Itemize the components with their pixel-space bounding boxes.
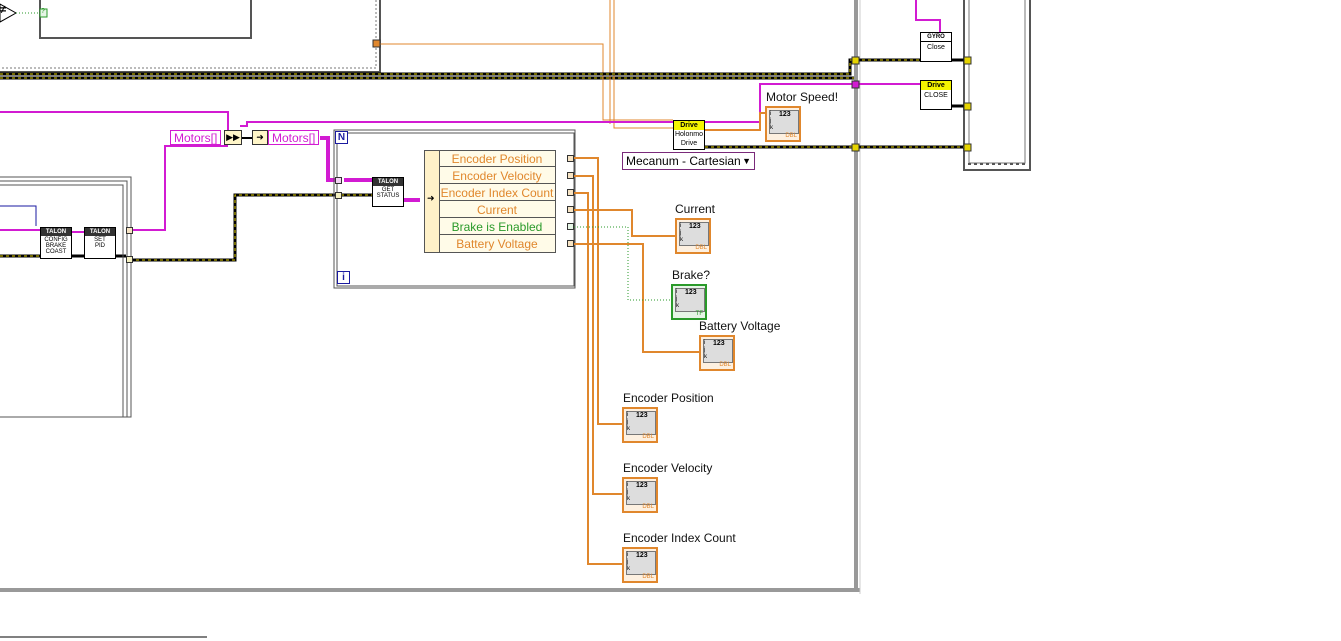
not-equal-glyph: ≠ [0, 4, 6, 16]
tunnel-motors [335, 177, 342, 184]
tunnel-out-1 [126, 227, 133, 234]
encoder-velocity-label: Encoder Velocity [623, 461, 712, 475]
tunnel-current [567, 206, 574, 213]
unbundle-arrow-icon: ➜ [427, 193, 435, 204]
tunnel-enc-pos [567, 155, 574, 162]
tunnel-enc-vel [567, 172, 574, 179]
gyro-close-node[interactable]: GYRO Close [920, 32, 952, 62]
index-array-node[interactable]: ▶▶ [224, 130, 242, 145]
encoder-position-indicator[interactable]: 123 ijk DBL [622, 407, 658, 443]
talon-get-status-node[interactable]: TALON GET STATUS [372, 177, 404, 207]
drive-holonomic-node[interactable]: Drive Holonmo Drive [673, 120, 705, 150]
unbundle-row-brake-enabled[interactable]: Brake is Enabled [439, 219, 555, 235]
boolean-terminal: ? [41, 8, 45, 15]
unbundle-row-encoder-velocity[interactable]: Encoder Velocity [439, 168, 555, 184]
current-label: Current [675, 202, 715, 216]
brake-indicator[interactable]: 123 ijk TF [671, 284, 707, 320]
tunnel-brake [567, 223, 574, 230]
brake-label: Brake? [672, 268, 710, 282]
encoder-index-count-indicator[interactable]: 123 ijk DBL [622, 547, 658, 583]
encoder-position-label: Encoder Position [623, 391, 714, 405]
tunnel-refnum [335, 192, 342, 199]
triangle-down-icon[interactable]: ▼ [742, 153, 751, 169]
talon-config-brake-node[interactable]: TALON CONFIG BRAKE COAST [40, 227, 72, 259]
unbundle-row-battery-voltage[interactable]: Battery Voltage [439, 236, 555, 252]
loop-count-terminal[interactable]: N [335, 131, 348, 144]
unbundle-by-name-node[interactable]: ➜ Encoder Position Encoder Velocity Enco… [424, 150, 556, 253]
encoder-index-count-label: Encoder Index Count [623, 531, 736, 545]
motor-speed-label: Motor Speed! [766, 90, 838, 104]
motors-tag-1[interactable]: Motors[] [170, 130, 221, 145]
unbundle-row-encoder-index-count[interactable]: Encoder Index Count [439, 185, 555, 201]
encoder-velocity-indicator[interactable]: 123 ijk DBL [622, 477, 658, 513]
left-for-loop-frame [0, 177, 131, 417]
motors-tag-2[interactable]: Motors[] [268, 130, 319, 145]
unbundle-row-encoder-position[interactable]: Encoder Position [439, 151, 555, 167]
battery-voltage-indicator[interactable]: 123 ijk DBL [699, 335, 735, 371]
mecanum-ring-constant[interactable]: Mecanum - Cartesian ▼ [622, 152, 755, 170]
drive-close-node[interactable]: Drive CLOSE [920, 80, 952, 110]
current-indicator[interactable]: 123 ijk DBL [675, 218, 711, 254]
battery-voltage-label: Battery Voltage [699, 319, 780, 333]
tunnel-battery [567, 240, 574, 247]
motor-speed-indicator[interactable]: 123 ijk DBL [765, 106, 801, 142]
arrow-node[interactable]: ➜ [252, 130, 268, 145]
tunnel-out-2 [126, 256, 133, 263]
main-while-frame [0, 0, 860, 594]
mecanum-ring-value: Mecanum - Cartesian [626, 154, 741, 168]
top-left-case-frame [0, 0, 855, 78]
unbundle-row-current[interactable]: Current [439, 202, 555, 218]
tunnel-enc-idx [567, 189, 574, 196]
talon-set-pid-node[interactable]: TALON SET PID [84, 227, 116, 259]
right-sequence-frame [964, 0, 1030, 170]
loop-iteration-terminal[interactable]: i [337, 271, 350, 284]
